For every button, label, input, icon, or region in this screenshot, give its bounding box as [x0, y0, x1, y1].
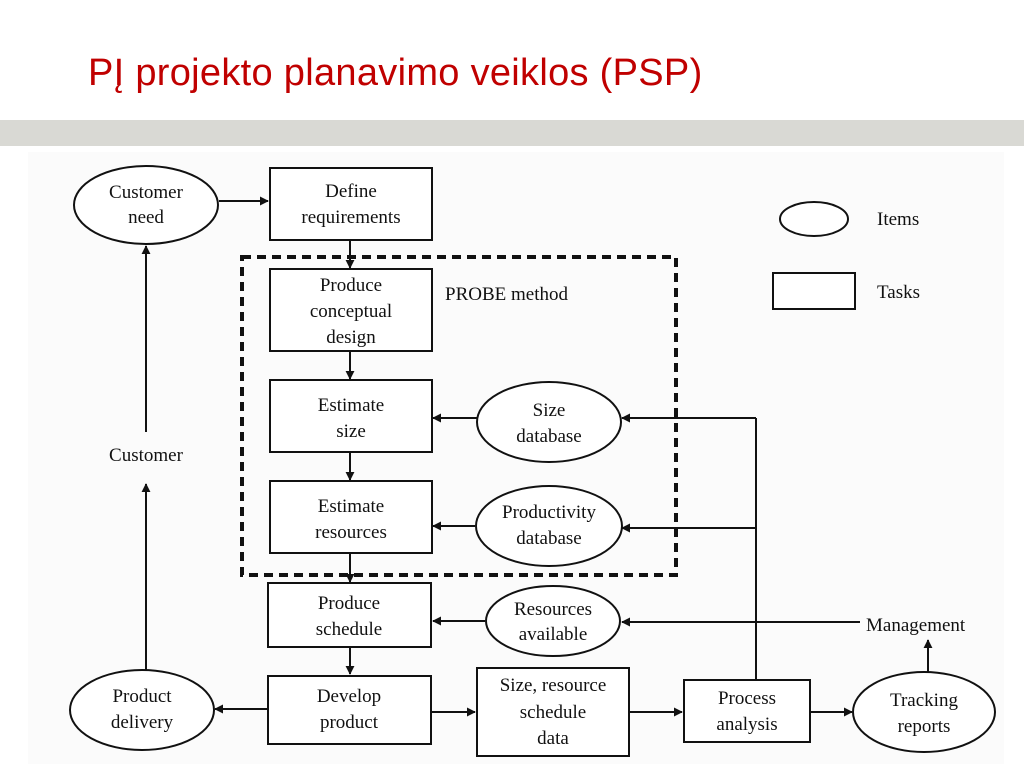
- develop-product-line1: Develop: [317, 686, 381, 707]
- legend-items-label: Items: [877, 209, 919, 230]
- estimate-size-box: [269, 379, 433, 453]
- productivity-database-ellipse: [475, 485, 623, 567]
- produce-schedule-box: [267, 582, 432, 648]
- productivity-database-line2: database: [516, 528, 581, 549]
- tracking-reports-line2: reports: [898, 716, 951, 737]
- connectors: [141, 196, 933, 717]
- produce-conceptual-design-box: [269, 268, 433, 352]
- productivity-database-line1: Productivity: [502, 502, 596, 523]
- tracking-reports-ellipse: [852, 671, 996, 753]
- estimate-resources-line2: resources: [315, 522, 387, 543]
- process-analysis-line1: Process: [718, 688, 776, 709]
- produce-schedule-line1: Produce: [318, 593, 380, 614]
- develop-product-box: [267, 675, 432, 745]
- define-requirements-line1: Define: [325, 181, 377, 202]
- conceptual-design-line3: design: [326, 327, 376, 348]
- resources-available-ellipse: [485, 585, 621, 657]
- define-requirements-line2: requirements: [301, 207, 400, 228]
- node-labels: Customer need Define requirements Produc…: [109, 181, 958, 749]
- tracking-reports-line1: Tracking: [890, 690, 958, 711]
- resources-available-line1: Resources: [514, 599, 592, 620]
- conceptual-design-line1: Produce: [320, 275, 382, 296]
- product-delivery-line2: delivery: [111, 712, 174, 733]
- customer-need-line1: Customer: [109, 182, 184, 203]
- data-box-line1: Size, resource: [500, 675, 607, 696]
- probe-method-boundary: [240, 255, 678, 577]
- process-analysis-box: [683, 679, 811, 743]
- product-delivery-line1: Product: [112, 686, 172, 707]
- define-requirements-box: [269, 167, 433, 241]
- item-ellipses: [69, 165, 996, 753]
- process-analysis-line2: analysis: [716, 714, 777, 735]
- resources-available-line2: available: [519, 624, 588, 645]
- product-delivery-ellipse: [69, 669, 215, 751]
- legend-tasks-label: Tasks: [877, 282, 920, 303]
- estimate-resources-box: [269, 480, 433, 554]
- conceptual-design-line2: conceptual: [310, 301, 392, 322]
- slide-title: PĮ projekto planavimo veiklos (PSP): [88, 52, 703, 94]
- size-database-line2: database: [516, 426, 581, 447]
- estimate-resources-line1: Estimate: [318, 496, 384, 517]
- probe-method-label: PROBE method: [445, 284, 568, 305]
- produce-schedule-line2: schedule: [316, 619, 382, 640]
- data-box-line2: schedule: [520, 702, 586, 723]
- size-database-ellipse: [476, 381, 622, 463]
- customer-need-line2: need: [128, 207, 164, 228]
- size-database-line1: Size: [533, 400, 566, 421]
- data-box-line3: data: [537, 728, 569, 749]
- develop-product-line2: product: [320, 712, 379, 733]
- legend-tasks-box: [772, 272, 856, 310]
- legend-items-ellipse: [779, 201, 849, 237]
- estimate-size-line1: Estimate: [318, 395, 384, 416]
- customer-need-ellipse: [73, 165, 219, 245]
- customer-label: Customer: [109, 445, 184, 466]
- task-boxes: [267, 167, 856, 757]
- title-divider-band: [0, 120, 1024, 146]
- management-label: Management: [866, 615, 966, 636]
- estimate-size-line2: size: [336, 421, 366, 442]
- size-resource-schedule-data-box: [476, 667, 630, 757]
